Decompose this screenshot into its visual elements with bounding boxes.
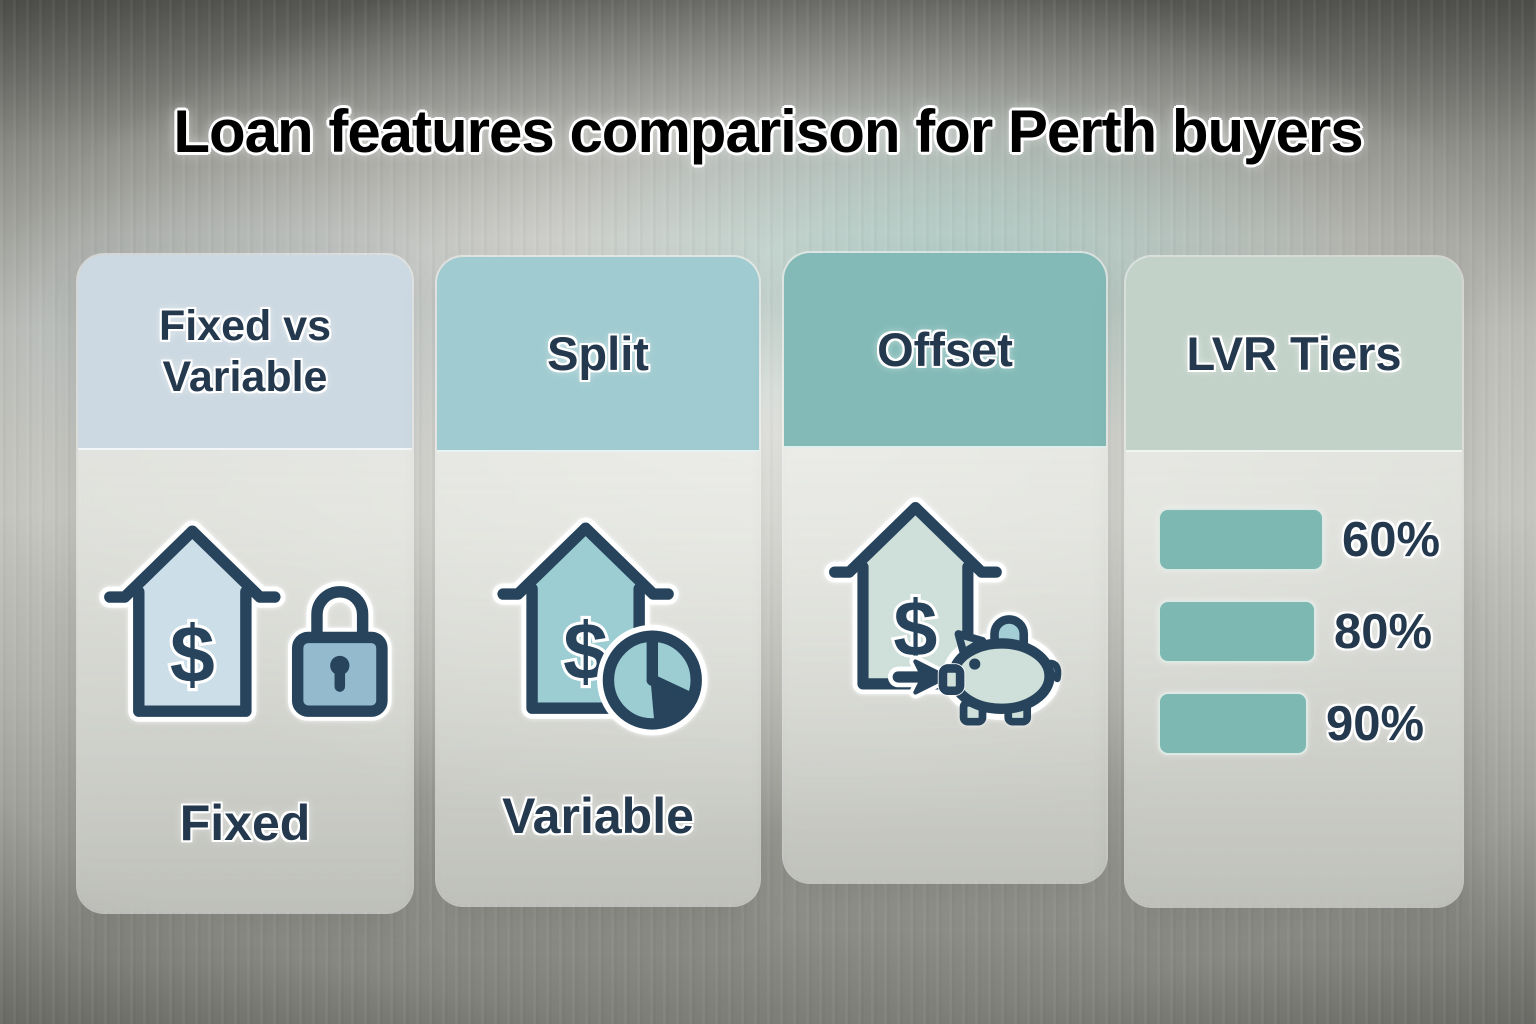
card-caption: Fixed [179, 795, 311, 851]
card-header-lvr-tiers: LVR Tiers [1126, 257, 1462, 452]
lvr-label-60: 60% [1342, 512, 1441, 567]
card-header-offset: Offset [784, 253, 1106, 448]
card-header-label: Split [547, 326, 649, 380]
card-body: $ Fixed [78, 450, 412, 912]
card-header-fixed-vs-variable: Fixed vs Variable [78, 255, 412, 450]
card-split: Split $ Variable [437, 257, 759, 905]
card-header-label: Fixed vs Variable [158, 301, 332, 401]
lvr-bar-90 [1158, 692, 1308, 755]
piggy-bank-icon [937, 611, 1062, 726]
card-offset: Offset $ [784, 253, 1106, 882]
page-title: Loan features comparison for Perth buyer… [173, 98, 1363, 165]
card-lvr-tiers: LVR Tiers 60% 80% 90% [1126, 257, 1462, 906]
card-header-label: Offset [877, 322, 1013, 376]
lvr-tier-row-60: 60% [1158, 508, 1462, 571]
card-fixed-vs-variable: Fixed vs Variable $ F [78, 255, 412, 912]
card-body: 60% 80% 90% [1126, 452, 1462, 906]
lvr-bar-60 [1158, 508, 1324, 571]
card-header-split: Split [437, 257, 759, 452]
card-caption: Variable [502, 788, 694, 844]
svg-text:$: $ [170, 610, 215, 700]
house-dollar-lock-icon: $ [78, 450, 412, 794]
card-header-label: LVR Tiers [1186, 326, 1402, 380]
lvr-bar-80 [1158, 600, 1316, 663]
house-dollar-pie-chart-icon: $ [437, 452, 759, 787]
lvr-tier-row-90: 90% [1158, 692, 1462, 755]
arrow-right-icon [887, 654, 953, 698]
lvr-label-90: 90% [1326, 696, 1425, 751]
lvr-label-80: 80% [1334, 604, 1433, 659]
lvr-tier-list: 60% 80% 90% [1126, 508, 1462, 755]
house-dollar-arrow-piggy-bank-icon: $ [784, 448, 1106, 764]
lvr-tier-row-80: 80% [1158, 600, 1462, 663]
card-body: $ Variable [437, 452, 759, 905]
card-body: $ [784, 448, 1106, 882]
